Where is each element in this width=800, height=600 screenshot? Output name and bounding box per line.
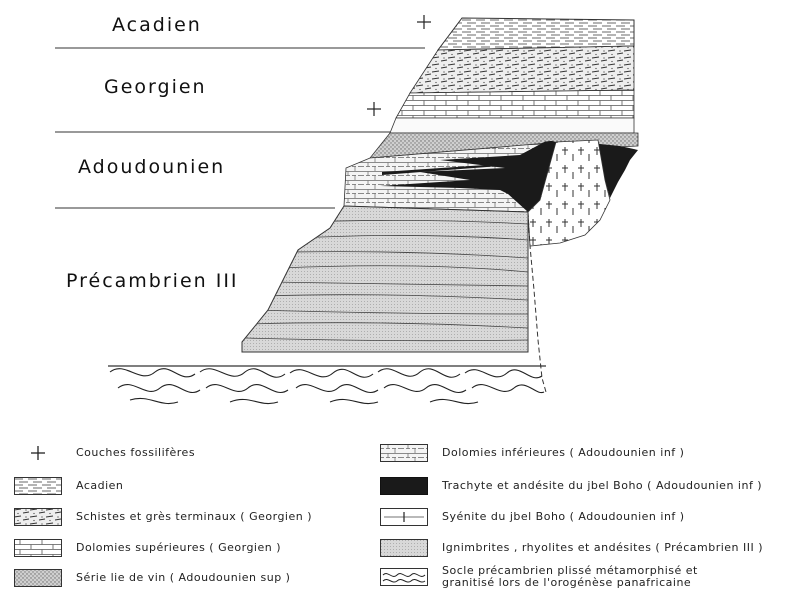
- solid-black: [380, 477, 428, 495]
- legend-item-dolomies-inferieures: Dolomies inférieures ( Adoudounien inf ): [380, 442, 684, 464]
- wavy-pattern: [380, 568, 428, 586]
- cross-icon: [31, 446, 45, 460]
- legend-item-ignimbrites: Ignimbrites , rhyolites et andésites ( P…: [380, 537, 763, 559]
- brick-pattern: [14, 539, 62, 557]
- layer-thin-band: [389, 117, 635, 134]
- layer-schistes-gres: [409, 45, 635, 94]
- lower-dolomite-pattern: [380, 444, 428, 462]
- syenite-body: [527, 139, 611, 247]
- era-label-georgien: Georgien: [104, 76, 207, 98]
- era-label-adoudounien: Adoudounien: [78, 156, 226, 178]
- legend-item-couches-fossiliferes: Couches fossilifères: [14, 442, 195, 464]
- legend-item-serie-lie-de-vin: Série lie de vin ( Adoudounien sup ): [14, 567, 290, 589]
- syenite-pattern: [380, 508, 428, 526]
- layer-precambrien-iii: [241, 205, 529, 353]
- legend-item-trachyte: Trachyte et andésite du jbel Boho ( Adou…: [380, 475, 762, 497]
- socle-precambrien-folds: [109, 368, 545, 404]
- legend-item-socle: Socle précambrien plissé métamorphisé et…: [380, 565, 698, 589]
- fault-line: [527, 211, 547, 393]
- layer-serie-lie-de-vin: [369, 132, 639, 159]
- stipple-pattern: [380, 539, 428, 557]
- dot-pattern: [14, 569, 62, 587]
- legend-item-syenite: Syénite du jbel Boho ( Adoudounien inf ): [380, 506, 685, 528]
- fossil-cross-icon: [417, 15, 431, 29]
- legend-item-acadien: Acadien: [14, 475, 123, 497]
- layer-acadien: [436, 17, 635, 51]
- layer-dolomies-superieures: [395, 89, 635, 119]
- fossil-cross-icon: [367, 102, 381, 116]
- legend-item-dolomies-superieures: Dolomies supérieures ( Georgien ): [14, 537, 281, 559]
- schist-pattern: [14, 508, 62, 526]
- trachyte-intrusion: [380, 140, 638, 212]
- era-label-acadien: Acadien: [112, 14, 202, 36]
- era-label-precambrien: Précambrien III: [66, 270, 239, 292]
- legend-item-schistes: Schistes et grès terminaux ( Georgien ): [14, 506, 312, 528]
- geological-cross-section: [55, 15, 639, 404]
- acadien-pattern: [14, 477, 62, 495]
